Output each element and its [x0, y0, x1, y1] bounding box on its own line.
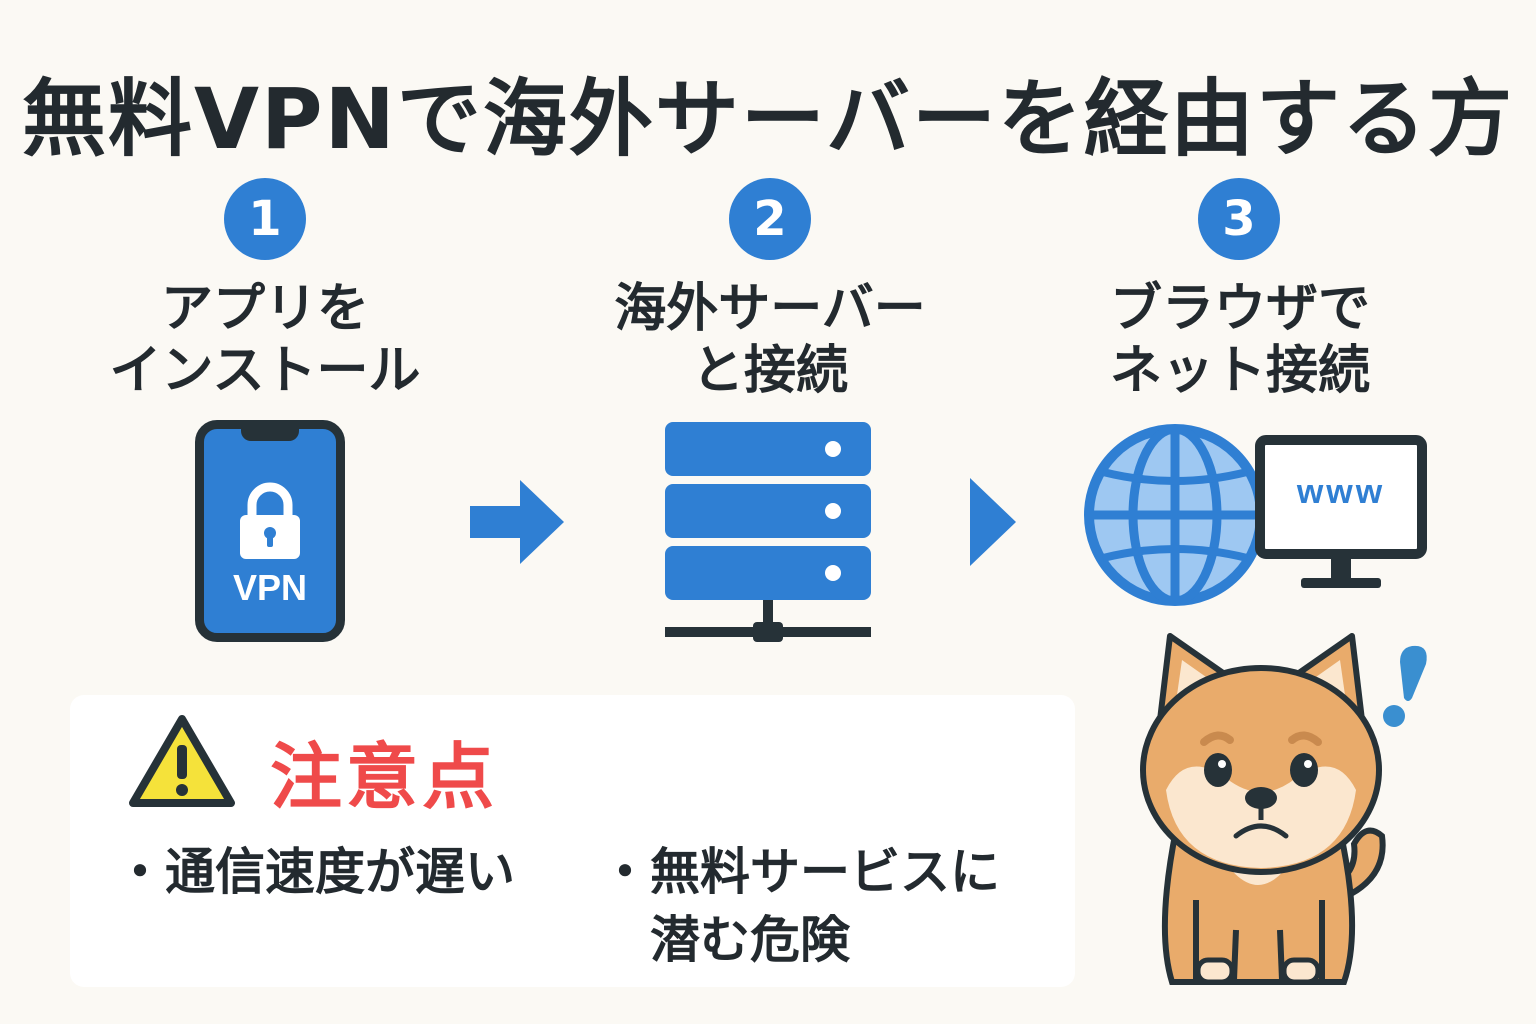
phone-vpn-text: VPN: [232, 567, 308, 608]
step-2-label-line2: と接続: [691, 341, 848, 401]
monitor-icon: www: [1255, 435, 1427, 595]
step-1-label: アプリを インストール: [55, 278, 475, 402]
phone-notch: [241, 427, 299, 441]
notice-bullet-2: ・無料サービスに 潜む危険: [600, 838, 1000, 974]
triangle-arrow-icon: [970, 478, 1016, 566]
step-3-label-line1: ブラウザで: [1109, 279, 1370, 339]
step-3-number: 3: [1198, 178, 1280, 260]
step-1-number: 1: [224, 178, 306, 260]
shiba-dog-illustration: [1140, 633, 1386, 985]
server-icon: [665, 422, 871, 642]
monitor-www-text: www: [1296, 473, 1386, 511]
notice-bullet-2-line2: 潜む危険: [650, 911, 850, 969]
exclamation-icon: [1383, 645, 1427, 727]
step-2-label-line1: 海外サーバー: [614, 279, 926, 339]
arrow-right-icon: [470, 480, 564, 564]
monitor-frame: [1255, 435, 1427, 588]
step-1-label-line1: アプリを: [160, 279, 369, 339]
notice-bullet-1-text: ・通信速度が遅い: [115, 843, 515, 901]
globe-icon: [1084, 424, 1266, 606]
page-title: 無料VPNで海外サーバーを経由する方: [21, 70, 1515, 168]
phone-lock-icon: VPN: [195, 420, 345, 642]
warning-icon: [129, 715, 235, 807]
step-3-label-line2: ネット接続: [1109, 341, 1370, 401]
lock-icon: [240, 482, 300, 559]
step-2-number: 2: [729, 178, 811, 260]
notice-title: 注意点: [270, 735, 499, 819]
step-3-label: ブラウザで ネット接続: [1030, 278, 1450, 402]
step-2-label: 海外サーバー と接続: [560, 278, 980, 402]
notice-box: [70, 695, 1075, 987]
step-1-label-line2: インストール: [109, 341, 421, 401]
notice-bullet-2-line1: ・無料サービスに: [600, 843, 1000, 901]
notice-bullet-1: ・通信速度が遅い: [115, 838, 515, 906]
